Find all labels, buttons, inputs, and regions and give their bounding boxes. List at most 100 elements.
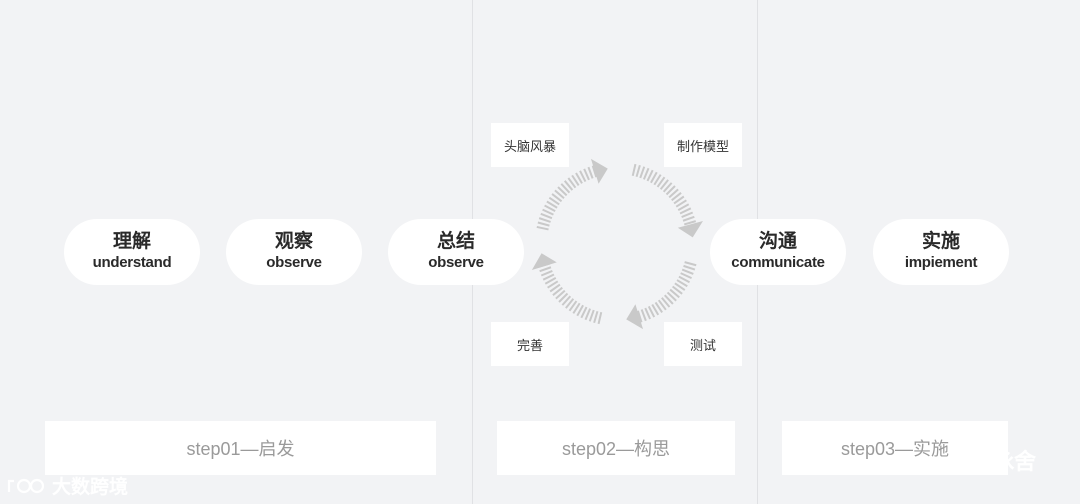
arc-hatch — [572, 302, 581, 314]
arc-hatch — [588, 309, 595, 322]
arc-hatch — [551, 193, 563, 203]
phase-label-en: understand — [92, 254, 172, 271]
arc-hatch — [557, 186, 568, 197]
phase-label-en: impiement — [904, 254, 978, 271]
arc-hatch — [651, 303, 660, 316]
arc-hatch — [661, 297, 671, 308]
arc-hatch — [552, 286, 563, 296]
tag-brainstorm: 头脑风暴 — [491, 123, 569, 167]
arc-hatch — [549, 283, 561, 293]
arc-hatch — [664, 294, 674, 305]
arrowhead-icon — [531, 253, 557, 271]
arc-hatch — [659, 179, 669, 190]
arc-hatch — [676, 279, 688, 288]
arc-hatch — [576, 304, 584, 317]
arrowhead-icon — [626, 304, 644, 330]
phase-label-en: observe — [266, 254, 322, 271]
phase-label-zh: 沟通 — [758, 231, 797, 252]
arc-hatch — [681, 211, 694, 219]
arc-model-to-test — [631, 163, 703, 238]
tag-test: 测试 — [664, 322, 742, 366]
arc-hatch — [683, 264, 696, 271]
arc-hatch — [542, 273, 555, 281]
arc-hatch — [665, 185, 676, 196]
arc-hatch — [558, 292, 569, 303]
arc-hatch — [544, 204, 556, 213]
arc-hatch — [657, 299, 667, 311]
arc-hatch — [591, 165, 598, 178]
watermark-left-text: 大数跨境 — [52, 477, 129, 498]
step-ideation: step02—构思 — [497, 421, 735, 475]
phase-communicate: 沟通 communicate — [710, 219, 846, 285]
arc-hatch — [580, 306, 588, 319]
arc-hatch — [593, 310, 599, 324]
arc-hatch — [656, 176, 666, 188]
arc-brainstorm-to-model — [536, 158, 608, 231]
arc-hatch — [568, 300, 578, 312]
arc-refine-to-brainstorm — [531, 253, 603, 325]
watermark-left: 大数跨境 — [6, 472, 128, 499]
arc-hatch — [548, 196, 560, 206]
phase-label-en: communicate — [731, 254, 825, 271]
arc-hatch — [540, 269, 553, 277]
wechat-icon — [958, 447, 988, 473]
arc-hatch — [653, 174, 662, 186]
arc-hatch — [674, 282, 686, 291]
arrowhead-icon — [590, 158, 608, 184]
arc-hatch — [684, 261, 697, 267]
arc-hatch — [654, 301, 663, 314]
phase-implement: 实施 impiement — [873, 219, 1009, 285]
arc-hatch — [554, 189, 565, 200]
arc-hatch — [647, 305, 656, 318]
watermark-right: 咏舍 — [958, 444, 1036, 476]
phase-label-zh: 总结 — [436, 231, 475, 252]
arc-hatch — [680, 272, 692, 280]
arc-hatch — [575, 172, 583, 184]
arc-test-to-refine — [626, 261, 697, 330]
arc-hatch — [631, 163, 637, 177]
phase-summarize: 总结 observe — [388, 219, 524, 285]
arc-hatch — [642, 167, 650, 180]
arc-hatch — [584, 308, 592, 321]
arc-hatch — [583, 168, 590, 181]
phase-label-zh: 观察 — [274, 231, 313, 252]
arc-hatch — [563, 180, 574, 191]
arc-hatch — [571, 174, 580, 186]
arc-hatch — [544, 277, 557, 285]
arc-hatch — [677, 203, 690, 211]
arc-hatch — [681, 268, 694, 275]
arc-hatch — [675, 199, 687, 208]
arc-hatch — [537, 221, 550, 227]
arc-hatch — [542, 208, 554, 216]
arc-hatch — [650, 171, 658, 184]
arc-hatch — [646, 169, 654, 182]
tag-make-model: 制作模型 — [664, 123, 742, 167]
phase-label-en: observe — [428, 254, 484, 271]
arc-hatch — [538, 217, 551, 223]
arc-hatch — [679, 207, 692, 215]
phase-label-zh: 理解 — [112, 231, 151, 252]
arc-hatch — [678, 275, 691, 284]
tag-refine: 完善 — [491, 322, 569, 366]
arc-hatch — [597, 311, 603, 325]
arc-hatch — [587, 166, 594, 179]
cycle-arrows — [531, 158, 703, 330]
phase-observe: 观察 observe — [226, 219, 362, 285]
arc-hatch — [673, 195, 685, 205]
arc-hatch — [639, 166, 646, 179]
arc-hatch — [555, 289, 566, 300]
arc-hatch — [662, 182, 673, 193]
arc-hatch — [560, 183, 571, 194]
arc-hatch — [682, 215, 695, 222]
arc-hatch — [579, 170, 587, 182]
phase-label-zh: 实施 — [921, 231, 960, 252]
arc-hatch — [536, 225, 549, 231]
arc-hatch — [669, 288, 680, 299]
step-inspiration: step01—启发 — [45, 421, 436, 475]
arc-hatch — [668, 188, 679, 199]
arrowhead-icon — [677, 220, 703, 238]
brand-logo-icon — [6, 476, 46, 496]
arc-hatch — [635, 164, 641, 178]
arc-hatch — [672, 285, 683, 295]
